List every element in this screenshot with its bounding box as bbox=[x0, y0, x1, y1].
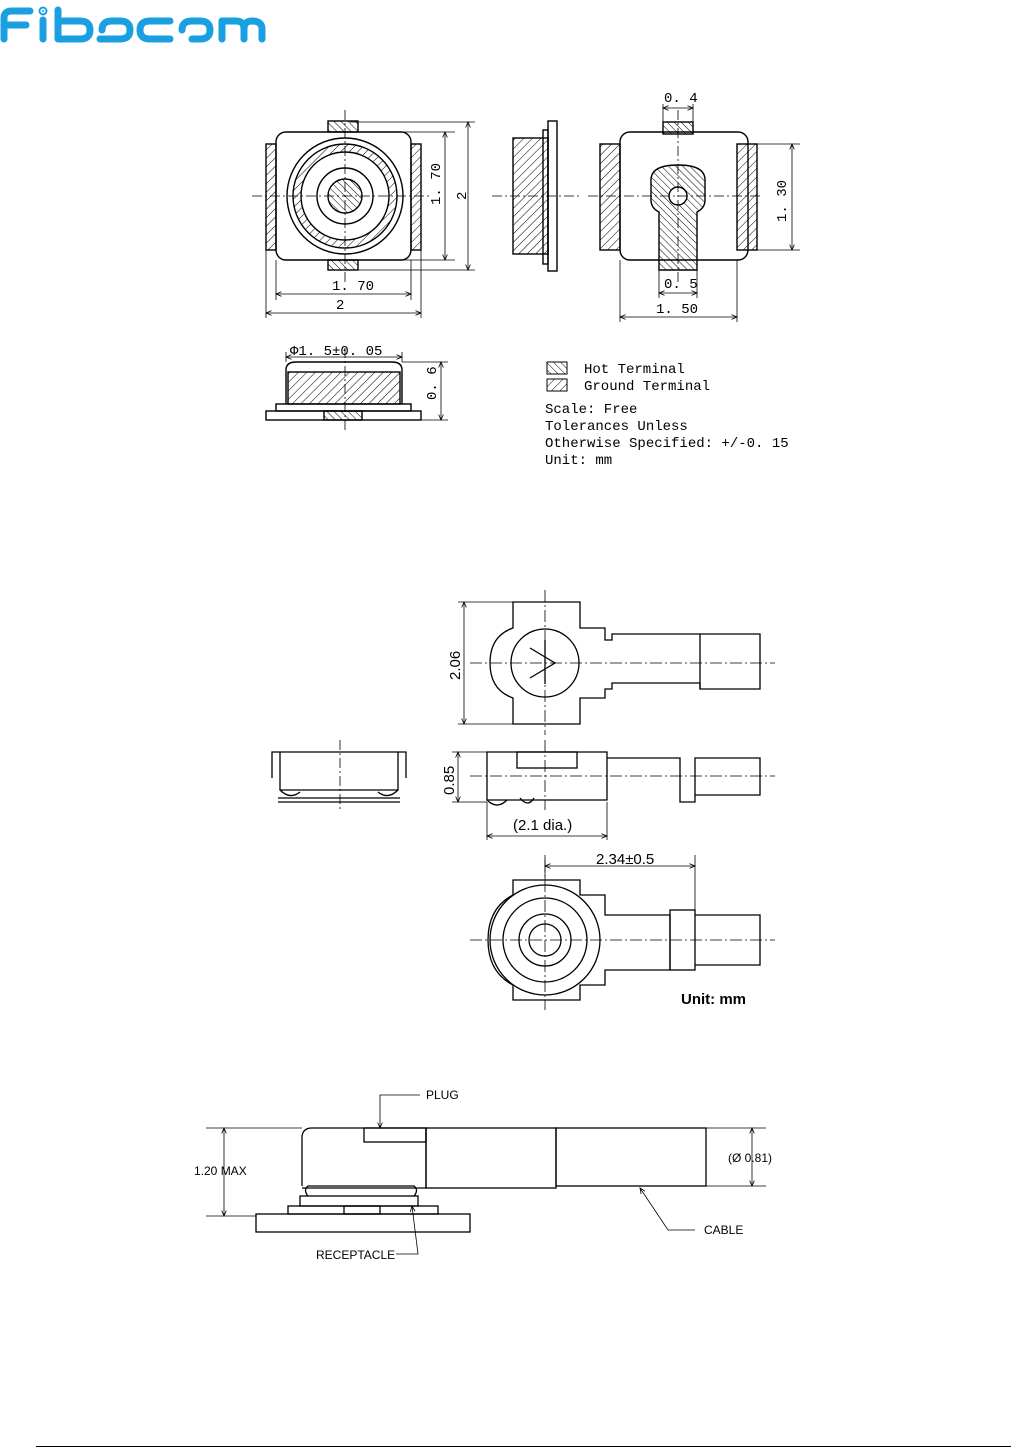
terminal-legend bbox=[547, 362, 567, 391]
dim-terminal-height: 1. 30 bbox=[775, 180, 791, 222]
receptacle-side-view bbox=[492, 121, 580, 271]
dim-outer-width: 2 bbox=[336, 298, 344, 314]
dim-plug-height: 2.06 bbox=[447, 651, 464, 680]
dim-mated-height: 0.85 bbox=[441, 766, 458, 795]
dim-outer-height: 2 bbox=[455, 192, 471, 200]
label-cable-diameter: (Ø 0.81) bbox=[728, 1151, 772, 1165]
dim-inner-height: 1. 70 bbox=[429, 163, 445, 205]
footer-rule bbox=[36, 1446, 1011, 1447]
dim-center-width: 0. 5 bbox=[664, 277, 698, 293]
plug-unit-label: Unit: mm bbox=[681, 991, 746, 1008]
dim-inner-width: 1. 70 bbox=[332, 279, 374, 295]
note-unit: Unit: mm bbox=[545, 453, 612, 469]
dim-bottom-width: 1. 50 bbox=[656, 302, 698, 318]
receptacle-profile-view bbox=[266, 348, 448, 430]
legend-ground-terminal: Ground Terminal bbox=[584, 379, 710, 395]
dim-profile-height: 0. 6 bbox=[425, 366, 441, 400]
assembly-view bbox=[206, 1095, 766, 1254]
dim-top-gap: 0. 4 bbox=[664, 91, 698, 107]
dim-diameter: Φ1. 5±0. 05 bbox=[290, 344, 382, 360]
note-scale: Scale: Free bbox=[545, 402, 637, 418]
ground-terminal-swatch bbox=[547, 379, 567, 391]
legend-hot-terminal: Hot Terminal bbox=[584, 362, 685, 378]
plug-bottom-view bbox=[470, 855, 775, 1010]
dim-plug-offset: 2.34±0.5 bbox=[596, 851, 654, 868]
plug-front-view bbox=[272, 740, 406, 810]
plug-top-view bbox=[458, 590, 775, 735]
label-cable: CABLE bbox=[704, 1223, 743, 1237]
label-receptacle: RECEPTACLE bbox=[316, 1248, 395, 1262]
hot-terminal-swatch bbox=[547, 362, 567, 374]
plug-side-view bbox=[452, 740, 775, 840]
label-plug: PLUG bbox=[426, 1088, 459, 1102]
note-otherwise: Otherwise Specified: +/-0. 15 bbox=[545, 436, 789, 452]
note-tolerances: Tolerances Unless bbox=[545, 419, 688, 435]
label-max-height: 1.20 MAX bbox=[194, 1164, 247, 1178]
dim-plug-diameter: (2.1 dia.) bbox=[513, 817, 572, 834]
